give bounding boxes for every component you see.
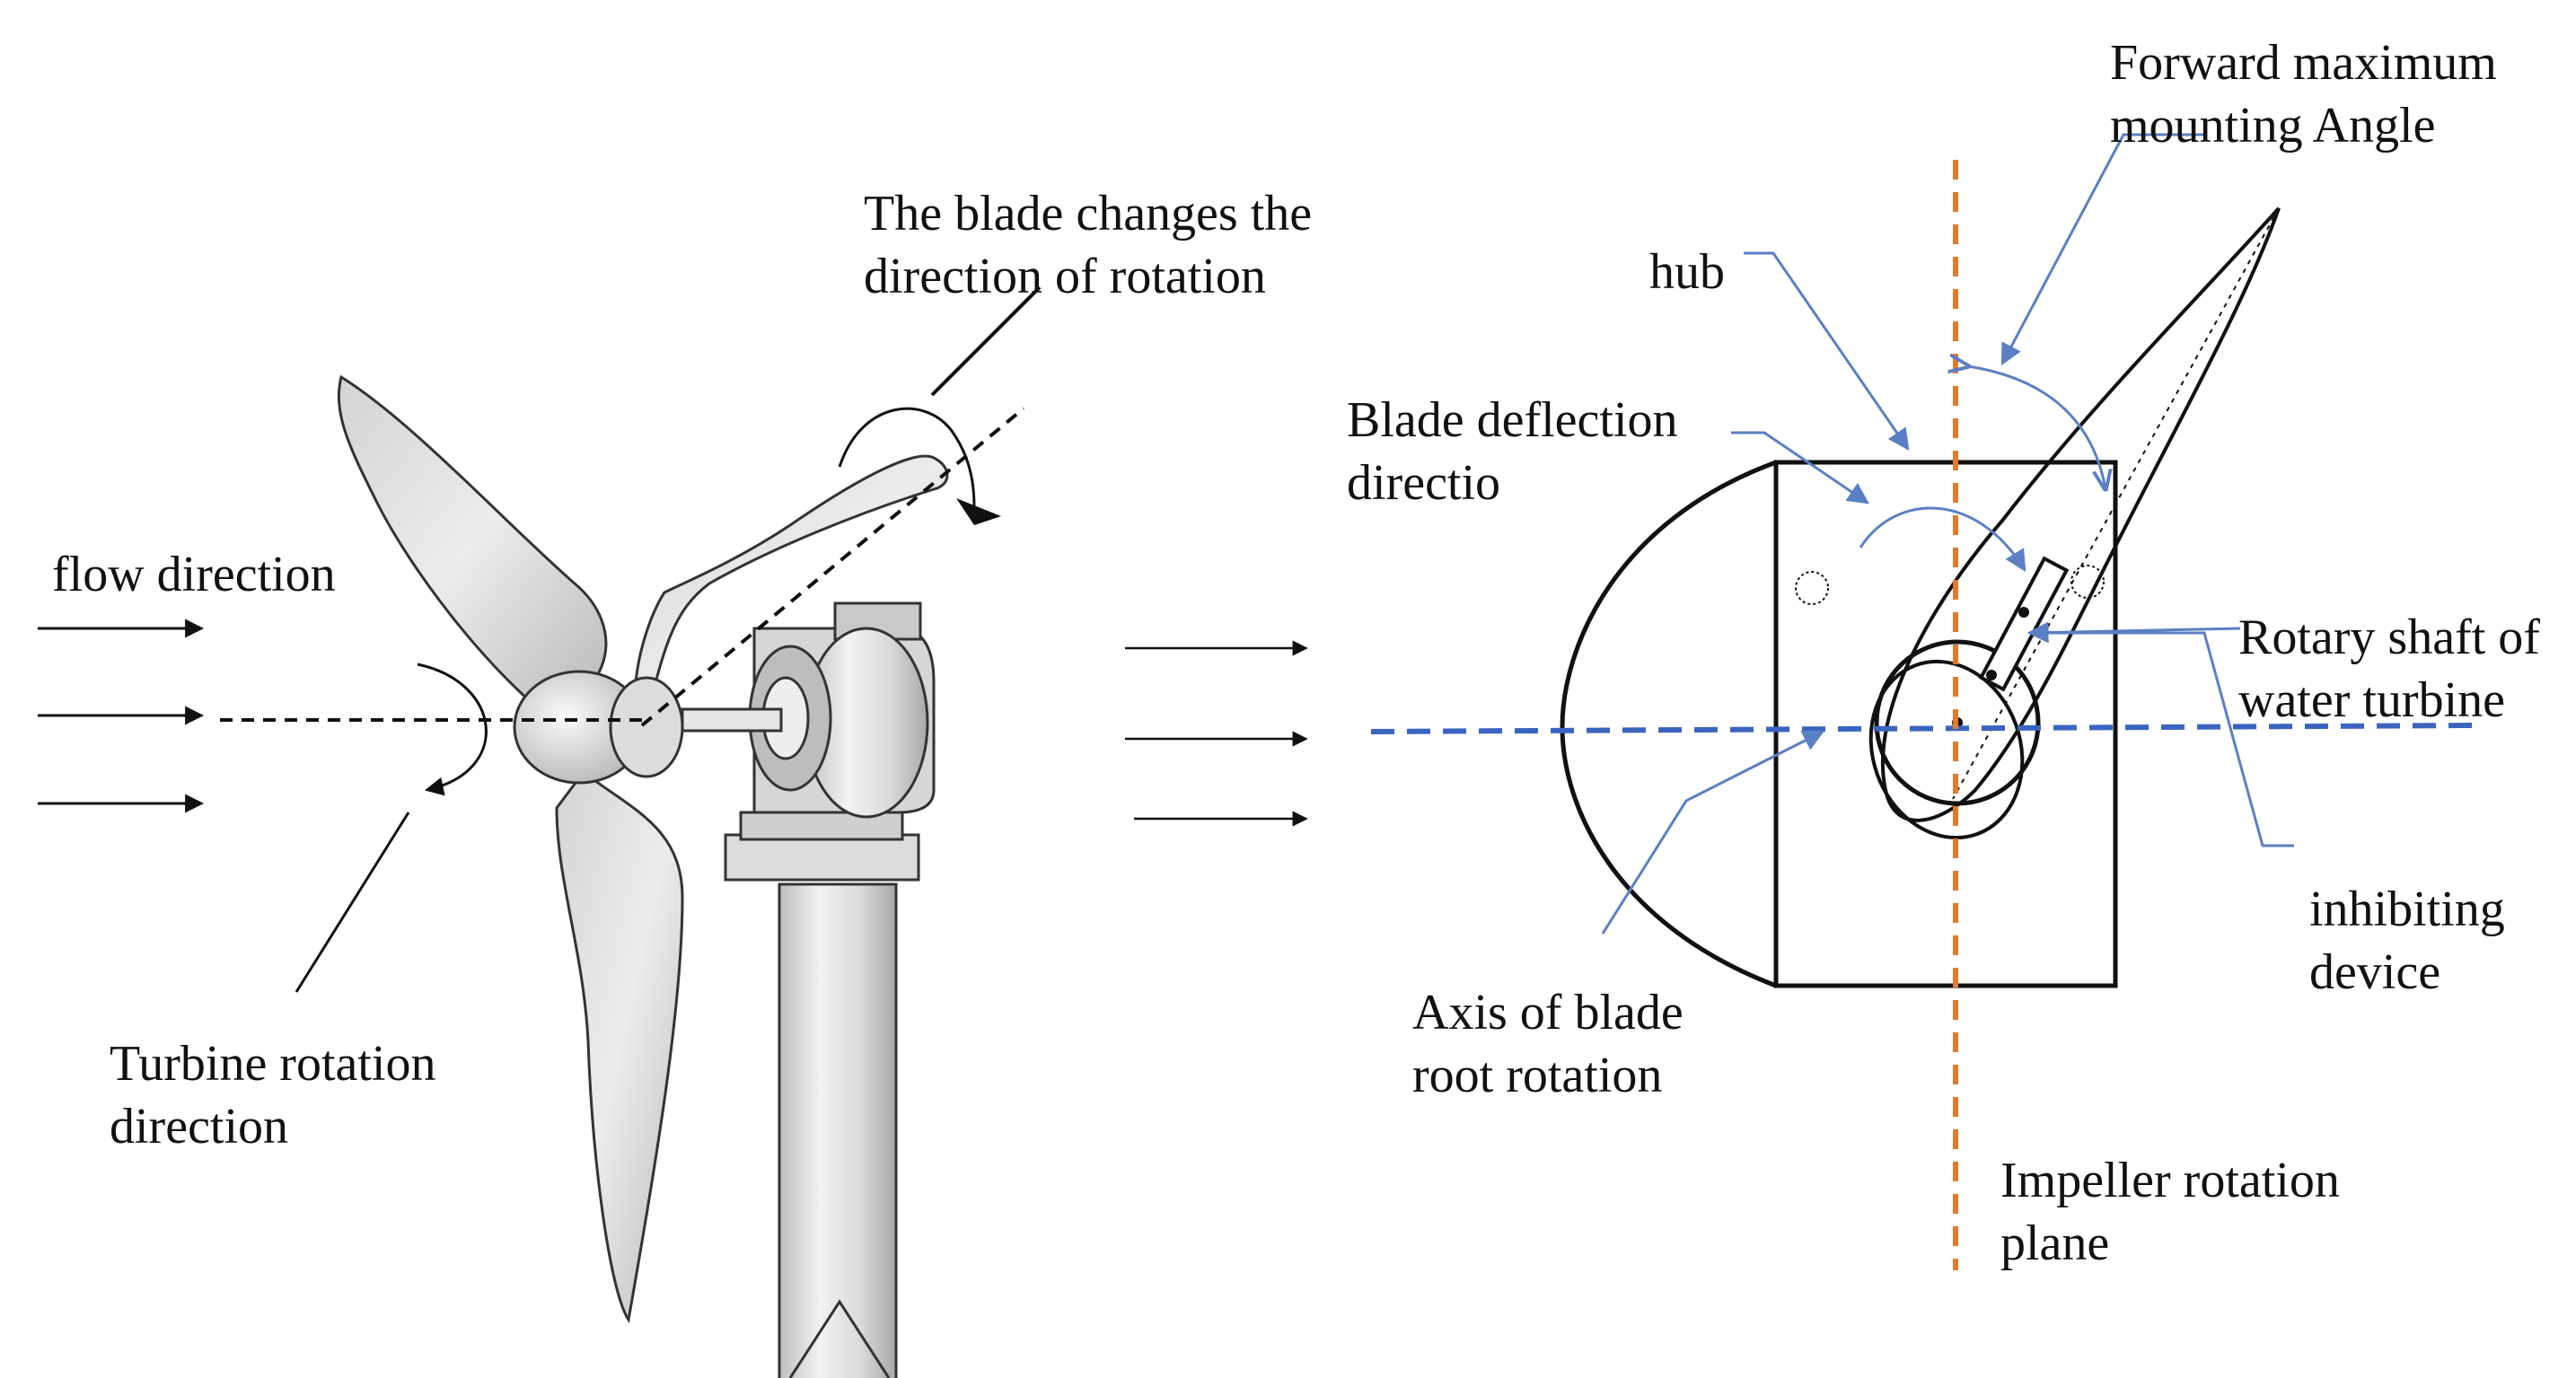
leader-blade-change [930,285,1042,397]
label-blade-change-2: direction of rotation [864,249,1266,304]
label-impeller-1: Impeller rotation [2000,1153,2340,1208]
label-hub: hub [1649,244,1725,300]
label-flow-direction: flow direction [52,547,336,602]
blade-lower [555,769,684,1323]
blade-root-ellipse [1868,659,2025,840]
label-blade-change-1: The blade changes the [864,186,1313,241]
leader-forward-angle [2000,133,2204,366]
hub-box [1773,460,2118,988]
label-rotary-shaft-2: water turbine [2238,672,2505,728]
label-turbine-rotation-1: Turbine rotation [110,1036,436,1092]
label-blade-deflection-2: directio [1347,455,1501,511]
blade-upper-left [337,374,608,711]
label-axis-blade-2: root rotation [1412,1048,1663,1103]
turbine-rotation-arrow [417,663,488,796]
leader-axis-blade-root [1601,730,1825,935]
mount-base [724,833,920,882]
leader-inhibiting [2038,631,2294,847]
blade-centerline [1952,207,2280,800]
bolt-hole [1795,571,1829,605]
label-inhibiting-2: device [2309,944,2441,1000]
hub-nose-cone [1560,460,1777,988]
leader-turbine-rotation [295,812,410,993]
leader-hub [1744,251,1910,451]
bolt-hole [2070,565,2105,599]
leader-blade-deflection [1731,431,1869,505]
forward-angle-arc [1968,366,2106,489]
label-impeller-2: plane [2000,1216,2110,1271]
blade-deflection-arc [1859,506,2027,573]
turbine-shaft [681,707,783,733]
label-turbine-rotation-2: direction [110,1099,289,1154]
hub-schematic [1125,133,2479,1270]
turbine-illustration [38,285,1042,1378]
tower [778,882,898,1378]
blade-rotation-arrow [838,407,976,513]
label-inhibiting-1: inhibiting [2309,882,2505,937]
label-rotary-shaft-1: Rotary shaft of [2238,610,2540,665]
label-forward-angle-1: Forward maximum [2110,35,2497,91]
blade-upper-right [633,454,949,720]
label-axis-blade-1: Axis of blade [1412,985,1684,1040]
blade-root-circle [1874,639,2041,806]
blade-axis [640,407,1025,727]
label-blade-deflection-1: Blade deflection [1347,392,1678,448]
label-forward-angle-2: mounting Angle [2110,98,2436,154]
blade-root-axis [1370,723,2479,734]
